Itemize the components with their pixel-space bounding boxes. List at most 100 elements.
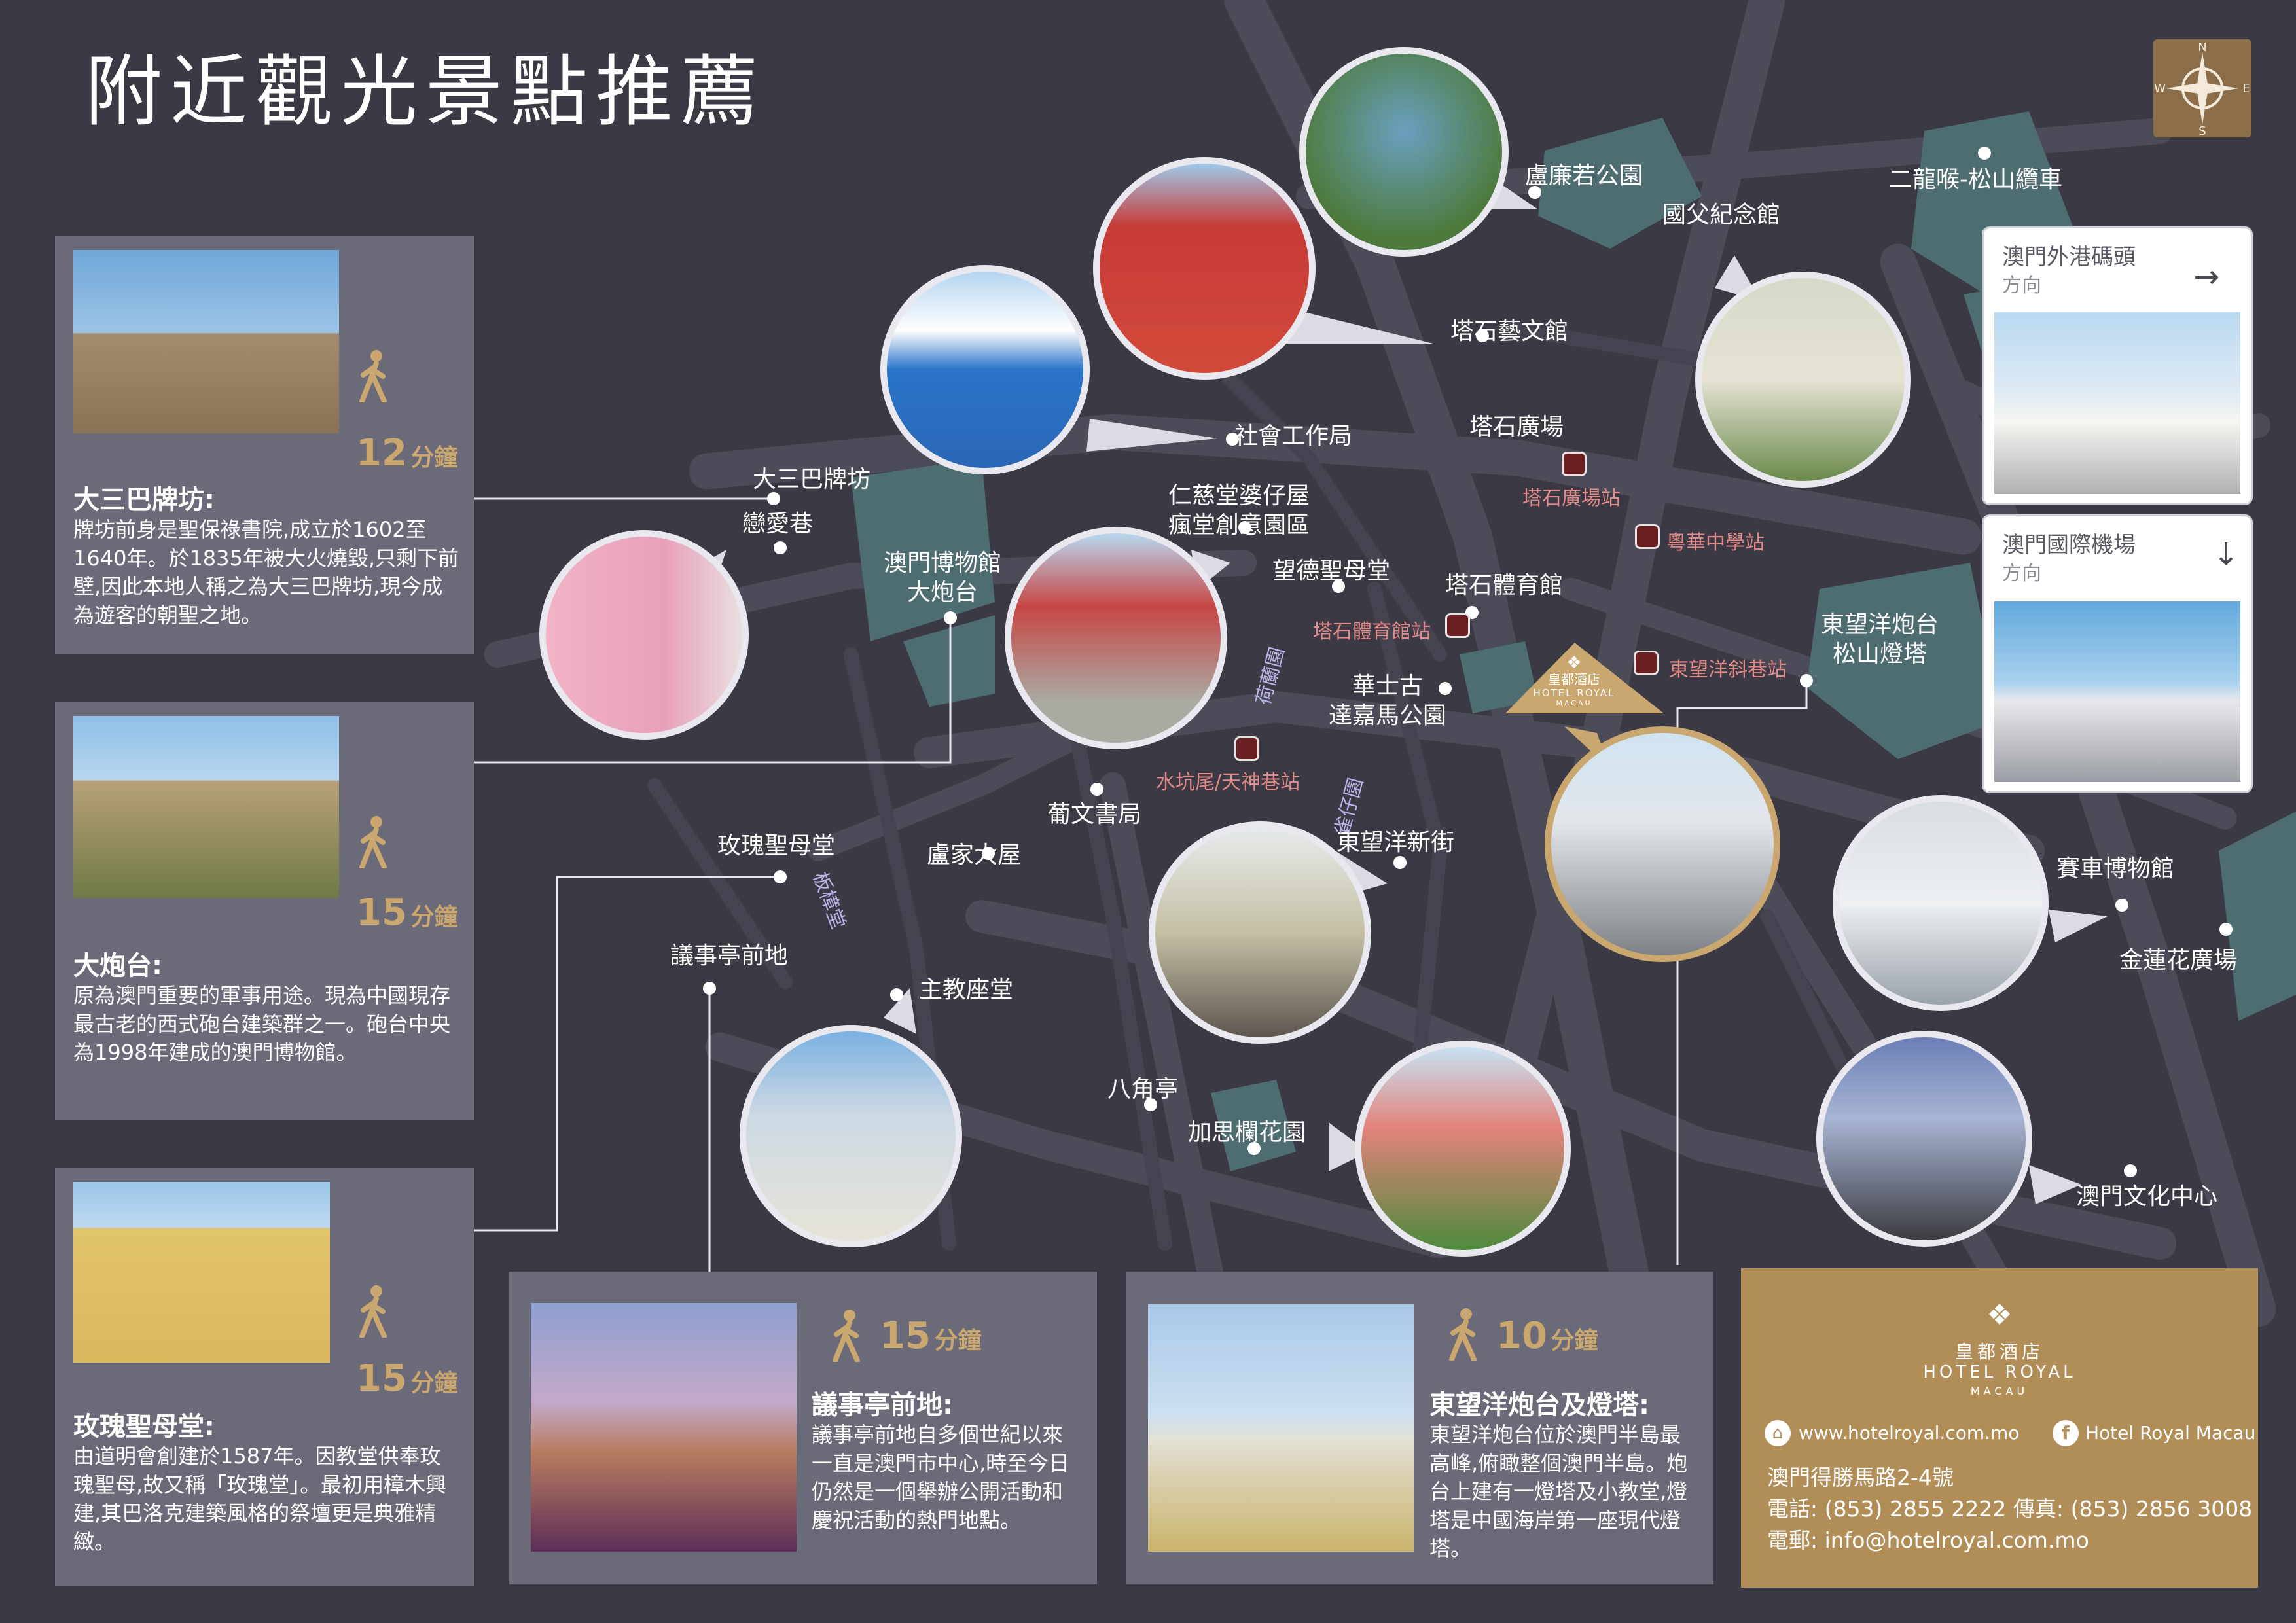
photo-st-lazarus: [1005, 527, 1227, 749]
walk-unit: 分鐘: [934, 1327, 982, 1354]
photo-new-street: [1149, 821, 1371, 1044]
label-st-dominic: 玫瑰聖母堂: [717, 832, 836, 859]
photo-octagon: [1355, 1041, 1571, 1257]
label-cultural-centre: 澳門文化中心: [2076, 1183, 2218, 1210]
walk-icon: [353, 350, 399, 404]
label-museum: 澳門博物館 大炮台: [884, 548, 1001, 607]
card-st-dominic: 15 分鐘 玫瑰聖母堂: 由道明會創建於1587年。因教堂供奉玫瑰聖母,故又稱「…: [55, 1168, 474, 1586]
card-heading: 東望洋炮台及燈塔:: [1429, 1390, 1649, 1420]
hotel-name-cn: 皇都酒店: [1954, 1341, 2044, 1363]
walk-time: 12 分鐘: [356, 432, 458, 474]
compass-s: S: [2198, 124, 2206, 137]
direction-ferry: 澳門外港碼頭 方向 →: [1982, 226, 2253, 505]
guia-photo: [1148, 1304, 1414, 1552]
label-lou-kau: 盧家大屋: [927, 842, 1022, 868]
airport-photo: [1994, 601, 2240, 782]
label-tap-seac-square: 塔石廣場: [1469, 414, 1564, 440]
label-senado: 議事亭前地: [670, 942, 789, 969]
walk-icon: [353, 1285, 399, 1339]
direction-subtitle: 方向: [2002, 274, 2041, 297]
compass-w: W: [2154, 82, 2166, 96]
label-lou-lim-ioc: 盧廉若公園: [1525, 162, 1643, 189]
direction-title: 澳門國際機場: [2002, 532, 2136, 558]
label-new-street: 東望洋新街: [1336, 829, 1455, 856]
label-cathedral: 主教座堂: [919, 976, 1014, 1003]
card-body: 牌坊前身是聖保祿書院,成立於1602至1640年。於1835年被大火燒毀,只剩下…: [73, 517, 459, 628]
card-body: 東望洋炮台位於澳門半島最高峰,俯瞰整個澳門半島。炮台上建有一燈塔及小教堂,燈塔是…: [1429, 1422, 1688, 1561]
walk-unit: 分鐘: [410, 1370, 458, 1397]
label-museum-2: 大炮台: [907, 579, 978, 606]
photo-hotel-royal: [1545, 726, 1780, 962]
label-ox-warehouse: 仁慈堂婆仔屋 瘋堂創意園區: [1168, 481, 1310, 540]
walk-time: 15 分鐘: [880, 1315, 982, 1357]
hotel-logo-icon: ❖: [1566, 653, 1582, 673]
hotel-marker[interactable]: ❖ 皇都酒店 HOTEL ROYAL MACAU: [1518, 654, 1630, 707]
fortress-photo: [73, 716, 339, 898]
hotel-info-panel: ❖ 皇都酒店 HOTEL ROYAL MACAU ⌂ www.hotelroya…: [1741, 1268, 2258, 1588]
walk-minutes: 10: [1496, 1315, 1547, 1357]
direction-airport: 澳門國際機場 方向 ↓: [1982, 514, 2253, 793]
label-love-lane: 戀愛巷: [742, 510, 814, 537]
compass-e: E: [2242, 82, 2250, 96]
station-san-kiu: 水坑尾/天神巷站: [1156, 771, 1300, 794]
label-cable-car: 二龍喉-松山纜車: [1889, 166, 2062, 193]
hotel-marker-en: HOTEL ROYAL: [1533, 687, 1615, 699]
walk-time: 15 分鐘: [356, 891, 458, 934]
label-vasco-1: 華士古: [1352, 673, 1424, 700]
photo-love-lane: [539, 530, 749, 740]
direction-title: 澳門外港碼頭: [2002, 244, 2136, 270]
label-octagon: 八角亭: [1107, 1076, 1179, 1103]
bus-icon: [1634, 651, 1659, 675]
photo-grand-prix: [1833, 795, 2049, 1011]
walk-minutes: 12: [356, 432, 407, 474]
walk-unit: 分鐘: [1551, 1327, 1598, 1354]
label-guia: 東望洋炮台 松山燈塔: [1821, 610, 1939, 669]
card-fortress: 15 分鐘 大炮台: 原為澳門重要的軍事用途。現為中國現存最古老的西式砲台建築群…: [55, 702, 474, 1120]
label-st-lazarus: 望德聖母堂: [1272, 558, 1391, 584]
walk-minutes: 15: [356, 1357, 407, 1400]
facebook-icon: f: [2053, 1420, 2079, 1446]
card-body: 議事亭前地自多個世紀以來一直是澳門市中心,時至今日仍然是一個舉辦公開活動和慶祝活…: [812, 1422, 1070, 1533]
hotel-website[interactable]: www.hotelroyal.com.mo: [1799, 1422, 2020, 1444]
walk-time: 10 分鐘: [1496, 1315, 1598, 1357]
bus-icon: [1234, 736, 1259, 761]
label-ox-warehouse-2: 瘋堂創意園區: [1168, 512, 1310, 539]
walk-unit: 分鐘: [410, 444, 458, 471]
hotel-email[interactable]: 電郵: info@hotelroyal.com.mo: [1767, 1527, 2089, 1553]
card-ruins: 12 分鐘 大三巴牌坊: 牌坊前身是聖保祿書院,成立於1602至1640年。於1…: [55, 236, 474, 654]
label-vasco-2: 達嘉馬公園: [1329, 702, 1447, 729]
hotel-fax: 傳真: (853) 2856 3008: [2013, 1496, 2253, 1522]
label-carmo: 加思欄花園: [1188, 1119, 1306, 1146]
label-ruins: 大三巴牌坊: [753, 466, 871, 493]
hotel-name-en: HOTEL ROYAL: [1923, 1363, 2076, 1382]
card-heading: 議事亭前地:: [812, 1390, 953, 1420]
hotel-phone: 電話: (853) 2855 2222: [1767, 1496, 2007, 1522]
photo-cultural-centre: [1816, 1031, 2032, 1247]
arrow-down-icon: ↓: [2213, 536, 2240, 573]
station-tap-seac-gym: 塔石體育館站: [1313, 620, 1431, 643]
label-tap-seac-gallery: 塔石藝文館: [1450, 318, 1569, 345]
page-title: 附近觀光景點推薦: [85, 46, 766, 137]
hotel-address: 澳門得勝馬路2-4號: [1767, 1465, 1954, 1490]
label-guia-1: 東望洋炮台: [1821, 611, 1939, 638]
hotel-city: MACAU: [1970, 1385, 2029, 1397]
hotel-marker-cn: 皇都酒店: [1548, 671, 1600, 687]
walk-icon: [1443, 1308, 1488, 1362]
label-social-welfare: 社會工作局: [1234, 423, 1353, 450]
card-body: 由道明會創建於1587年。因教堂供奉玫瑰聖母,故又稱「玫瑰堂」。最初用樟木興建,…: [73, 1444, 447, 1554]
card-heading: 大炮台:: [73, 951, 162, 981]
ferry-terminal-photo: [1994, 312, 2240, 494]
hotel-facebook[interactable]: Hotel Royal Macau: [2085, 1422, 2256, 1444]
label-sun-yat-sen: 國父紀念館: [1662, 202, 1781, 228]
card-heading: 玫瑰聖母堂:: [73, 1412, 215, 1442]
card-body: 原為澳門重要的軍事用途。現為中國現存最古老的西式砲台建築群之一。砲台中央為199…: [73, 983, 451, 1065]
photo-social-welfare: [880, 265, 1090, 474]
label-grand-prix: 賽車博物館: [2056, 855, 2175, 882]
label-lotus-square: 金蓮花廣場: [2119, 947, 2238, 974]
st-dominic-photo: [73, 1182, 330, 1363]
walk-time: 15 分鐘: [356, 1357, 458, 1400]
photo-tap-seac-gallery: [1093, 157, 1316, 380]
hotel-logo-icon: ❖: [1986, 1298, 2013, 1332]
bus-icon: [1635, 524, 1660, 549]
compass-n: N: [2198, 41, 2206, 54]
